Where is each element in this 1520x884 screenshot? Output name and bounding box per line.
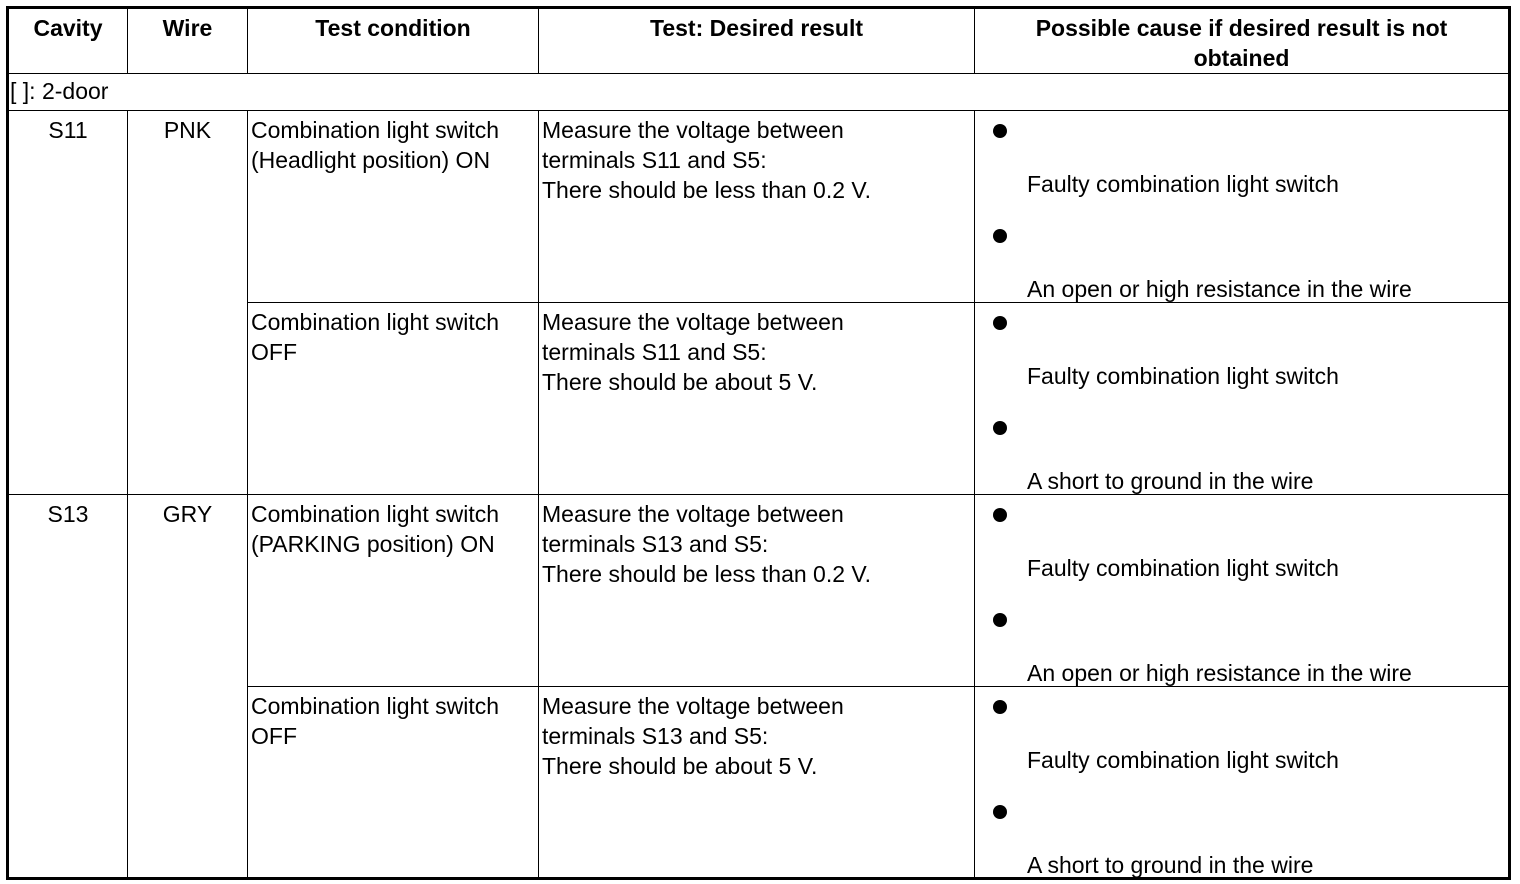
- cause-text: An open or high resistance in the wire: [1027, 276, 1412, 302]
- bullet-icon: [993, 421, 1007, 435]
- cavity-cell: S13: [7, 494, 128, 879]
- header-row: Cavity Wire Test condition Test: Desired…: [7, 7, 1510, 74]
- condition-line: Combination light switch: [251, 693, 500, 719]
- cause-text: Faulty combination light switch: [1027, 747, 1339, 773]
- result-line: Measure the voltage between: [542, 693, 844, 719]
- cause-text: A short to ground in the wire: [1027, 468, 1314, 494]
- bullet-icon: [993, 700, 1007, 714]
- desired-result-cell: Measure the voltage between terminals S1…: [538, 302, 975, 495]
- table-row: Combination light switch OFF Measure the…: [8, 686, 1510, 879]
- test-condition-cell: Combination light switch OFF: [247, 302, 539, 495]
- result-line: terminals S11 and S5:: [542, 147, 767, 173]
- desired-result-cell: Measure the voltage between terminals S1…: [538, 686, 975, 879]
- test-condition-cell: Combination light switch OFF: [247, 686, 539, 879]
- bullet-icon: [993, 316, 1007, 330]
- cause-text: Faulty combination light switch: [1027, 363, 1339, 389]
- result-line: terminals S13 and S5:: [542, 531, 769, 557]
- desired-result-cell: Measure the voltage between terminals S1…: [538, 110, 975, 303]
- possible-cause-cell: Faulty combination light switch An open …: [974, 110, 1510, 303]
- cause-text: A short to ground in the wire: [1027, 852, 1314, 878]
- cavity-cell: S11: [7, 110, 128, 495]
- condition-line: Combination light switch: [251, 501, 500, 527]
- bullet-icon: [993, 508, 1007, 522]
- header-possible-cause: Possible cause if desired result is not …: [974, 7, 1510, 74]
- table-row: S13 GRY Combination light switch (PARKIN…: [7, 494, 1510, 879]
- cause-text: Faulty combination light switch: [1027, 171, 1339, 197]
- test-condition-cell: Combination light switch (PARKING positi…: [247, 494, 539, 687]
- condition-line: (Headlight position) ON: [251, 147, 491, 173]
- bullet-icon: [993, 124, 1007, 138]
- result-line: Measure the voltage between: [542, 501, 844, 527]
- result-line: Measure the voltage between: [542, 309, 844, 335]
- header-cavity: Cavity: [7, 7, 128, 74]
- wire-cell: GRY: [127, 494, 248, 879]
- result-line: There should be less than 0.2 V.: [542, 561, 872, 587]
- cause-text: An open or high resistance in the wire: [1027, 660, 1412, 686]
- door-note: [ ]: 2-door: [7, 73, 1510, 111]
- table-row: Combination light switch OFF Measure the…: [8, 302, 1510, 495]
- test-condition-cell: Combination light switch (Headlight posi…: [247, 110, 539, 303]
- desired-result-cell: Measure the voltage between terminals S1…: [538, 494, 975, 687]
- condition-line: Combination light switch: [251, 117, 500, 143]
- troubleshooting-table: Cavity Wire Test condition Test: Desired…: [6, 6, 1511, 880]
- possible-cause-cell: Faulty combination light switch An open …: [974, 494, 1510, 687]
- cause-text: Faulty combination light switch: [1027, 555, 1339, 581]
- bullet-icon: [993, 613, 1007, 627]
- condition-line: Combination light switch: [251, 309, 500, 335]
- condition-line: OFF: [251, 723, 297, 749]
- header-test-condition: Test condition: [247, 7, 539, 74]
- result-line: There should be about 5 V.: [542, 753, 818, 779]
- possible-cause-cell: Faulty combination light switch A short …: [974, 686, 1510, 879]
- result-line: There should be about 5 V.: [542, 369, 818, 395]
- bullet-icon: [993, 229, 1007, 243]
- result-line: There should be less than 0.2 V.: [542, 177, 872, 203]
- condition-line: (PARKING position) ON: [251, 531, 495, 557]
- header-wire: Wire: [127, 7, 248, 74]
- condition-line: OFF: [251, 339, 297, 365]
- result-line: terminals S11 and S5:: [542, 339, 767, 365]
- note-row: [ ]: 2-door: [7, 73, 1510, 111]
- table-row: S11 PNK Combination light switch (Headli…: [7, 110, 1510, 495]
- possible-cause-cell: Faulty combination light switch A short …: [974, 302, 1510, 495]
- wire-cell: PNK: [127, 110, 248, 495]
- header-desired-result: Test: Desired result: [538, 7, 975, 74]
- result-line: Measure the voltage between: [542, 117, 844, 143]
- bullet-icon: [993, 805, 1007, 819]
- result-line: terminals S13 and S5:: [542, 723, 769, 749]
